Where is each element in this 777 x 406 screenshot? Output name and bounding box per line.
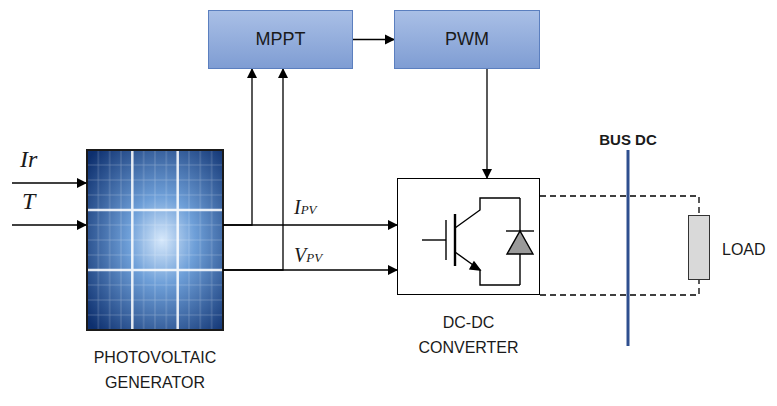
converter-ground [397,178,540,295]
dc-dc-converter: DC-DC CONVERTER [397,178,540,353]
block-caption: DC-DC CONVERTER [397,310,540,360]
pwm-block: PWM [394,10,540,69]
diode-symbol [506,198,534,285]
irradiance-label: Ir [20,146,37,173]
signal-arrow [486,69,487,178]
block-caption: LOAD [722,237,766,262]
block-title: PWM [445,29,489,50]
irradiance-arrow [12,182,86,183]
signal-arrow [353,39,394,40]
load: LOAD [688,215,773,280]
pv-generator: PHOTOVOLTAIC GENERATOR [80,150,230,395]
pv-panel-area [87,150,223,330]
signal-label: VPV [292,244,324,267]
signal-label: IPV [292,196,319,219]
block-caption: PHOTOVOLTAIC GENERATOR [80,345,230,395]
dc-bus-bar [627,150,630,346]
converter-box [397,178,540,295]
signal-arrow [223,224,397,225]
signal-arrow [223,269,397,270]
block-title: MPPT [255,29,305,50]
load-resistor [688,215,710,280]
igbt-symbol [422,198,520,285]
dc-link-wire [540,280,699,295]
dc-link-wire [540,196,699,215]
pv-panel [87,150,223,330]
temperature-arrow [12,224,86,225]
mppt-block: MPPT [208,10,353,69]
signal-arrow [223,69,283,270]
signal-arrow [223,69,252,225]
bus-label: BUS DC [599,131,657,148]
temperature-label: T [22,188,35,215]
